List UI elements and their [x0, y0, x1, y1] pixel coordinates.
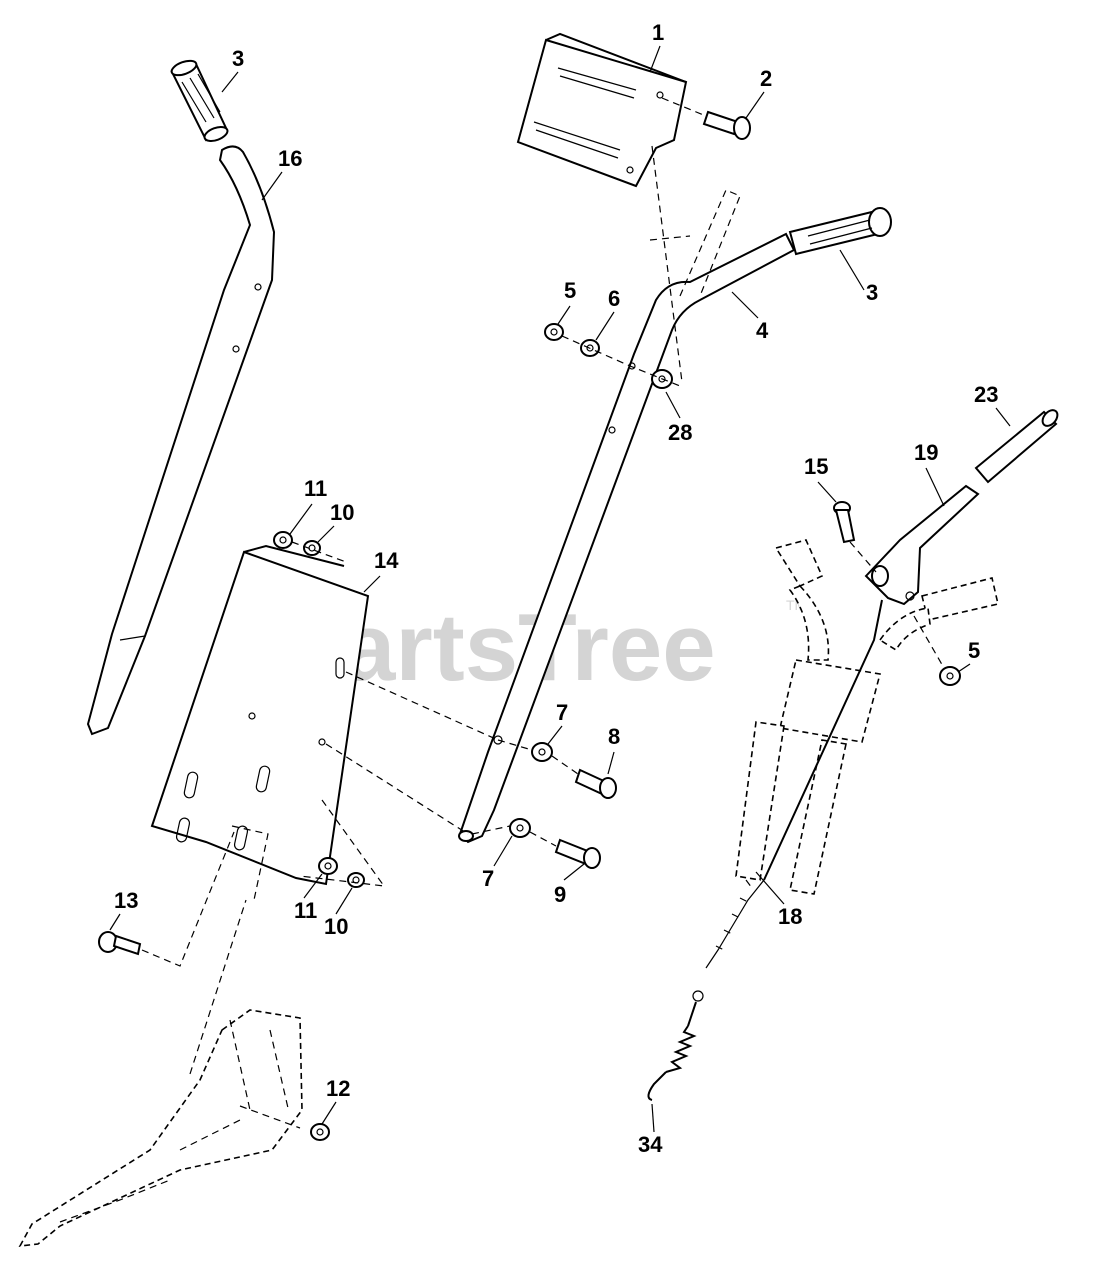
callout-13: 13	[114, 888, 138, 913]
part-washer-10a	[303, 540, 321, 556]
callout-14: 14	[374, 548, 399, 573]
part-washer-7b	[509, 818, 531, 838]
part-bolt-15	[833, 501, 877, 573]
part-bolt-8	[574, 768, 617, 799]
callout-10-bottom: 10	[324, 914, 348, 939]
callout-3-left: 3	[232, 46, 244, 71]
callout-7-top: 7	[556, 700, 568, 725]
part-rod-18	[705, 599, 883, 969]
callout-19: 19	[914, 440, 938, 465]
callout-7-bottom: 7	[482, 866, 494, 891]
callout-9: 9	[554, 882, 566, 907]
part-grip-23	[974, 409, 1059, 484]
callout-6: 6	[608, 286, 620, 311]
part-grip-left	[170, 59, 229, 142]
part-control-plate	[516, 32, 688, 188]
part-washer-28	[651, 369, 673, 389]
callout-8: 8	[608, 724, 620, 749]
callout-4: 4	[756, 318, 769, 343]
callout-15: 15	[804, 454, 828, 479]
part-bolt-9	[554, 838, 601, 869]
part-nut-5a	[544, 323, 564, 341]
part-washer-7a	[531, 742, 553, 762]
callout-18: 18	[778, 904, 802, 929]
callout-5-top: 5	[564, 278, 576, 303]
part-lever-19	[864, 484, 980, 606]
part-bolt-2	[661, 97, 751, 140]
callout-5-right: 5	[968, 638, 980, 663]
part-nut-11b	[318, 857, 338, 875]
callout-12: 12	[326, 1076, 350, 1101]
part-bracket-14	[150, 544, 370, 901]
callout-1: 1	[652, 20, 664, 45]
part-grip-right	[788, 207, 892, 256]
callout-34: 34	[638, 1132, 663, 1157]
part-nut-5b	[913, 615, 961, 686]
ghost-tiller-frame	[18, 899, 303, 1247]
callout-11-top: 11	[304, 476, 327, 501]
callout-11-bottom: 11	[294, 898, 317, 923]
part-bolt-13	[98, 831, 235, 967]
callout-28: 28	[668, 420, 692, 445]
callout-3-right: 3	[866, 280, 878, 305]
callout-2: 2	[760, 66, 772, 91]
ghost-handle-assembly	[735, 539, 999, 895]
callout-10-top: 10	[330, 500, 354, 525]
part-handle-tube-left	[86, 145, 276, 736]
callout-16: 16	[278, 146, 302, 171]
part-handle-main	[458, 189, 796, 844]
part-nut-11a	[273, 531, 293, 549]
part-nut-12	[310, 1123, 330, 1141]
part-spring-34	[647, 990, 704, 1101]
callout-23: 23	[974, 382, 998, 407]
part-washer-10b	[347, 872, 365, 888]
